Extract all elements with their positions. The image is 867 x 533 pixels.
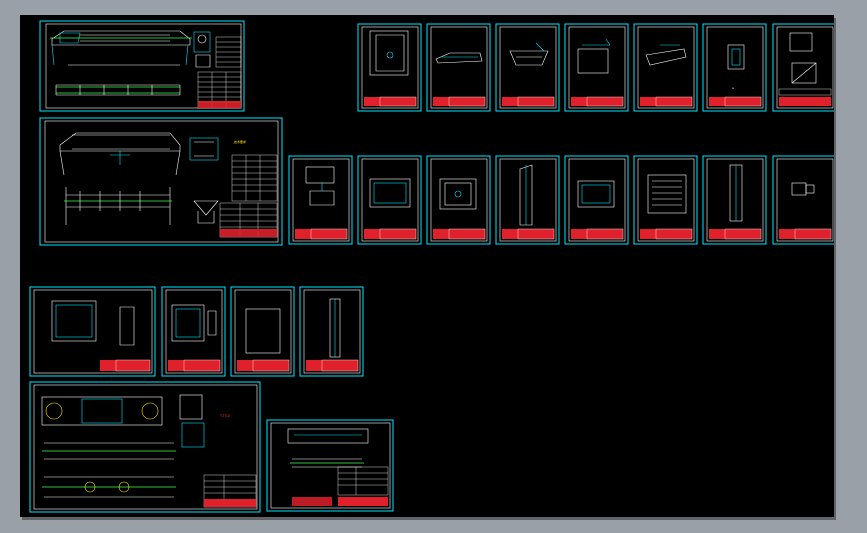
part-sheet-17	[161, 286, 226, 377]
part-sheet-1	[357, 23, 422, 112]
part-sheet-10	[426, 155, 491, 245]
cad-model-space-viewport[interactable]: 技术要求 a	[20, 15, 834, 517]
part-sheet-16	[29, 286, 156, 377]
part-sheet-row-2[interactable]	[288, 155, 834, 245]
part-sheet-11	[495, 155, 560, 245]
svg-text:技术要求: 技术要求	[234, 139, 246, 144]
part-sheet-3	[495, 23, 560, 112]
part-sheet-8	[288, 155, 353, 245]
sheet-end-carriage[interactable]: TITLE	[29, 381, 261, 513]
part-sheet-12	[564, 155, 629, 245]
part-sheet-19	[299, 286, 364, 377]
part-sheet-6: a	[702, 23, 767, 112]
part-sheet-row-3[interactable]	[29, 286, 364, 377]
svg-text:TITLE: TITLE	[220, 414, 231, 418]
svg-text:a: a	[732, 86, 734, 90]
part-sheet-13	[633, 155, 698, 245]
part-sheet-4	[564, 23, 629, 112]
part-sheet-2	[426, 23, 491, 112]
part-sheet-row-1[interactable]: a	[357, 23, 834, 112]
drawing-canvas[interactable]: 技术要求 a	[20, 15, 834, 517]
sheet-trolley[interactable]	[266, 419, 394, 512]
part-sheet-5	[633, 23, 698, 112]
part-sheet-15	[772, 155, 834, 245]
part-sheet-14	[702, 155, 767, 245]
sheet-general-assembly[interactable]	[39, 20, 245, 112]
part-sheet-18	[230, 286, 295, 377]
part-sheet-9	[357, 155, 422, 245]
sheet-bridge-assembly[interactable]: 技术要求	[39, 117, 283, 246]
part-sheet-7	[772, 23, 834, 112]
